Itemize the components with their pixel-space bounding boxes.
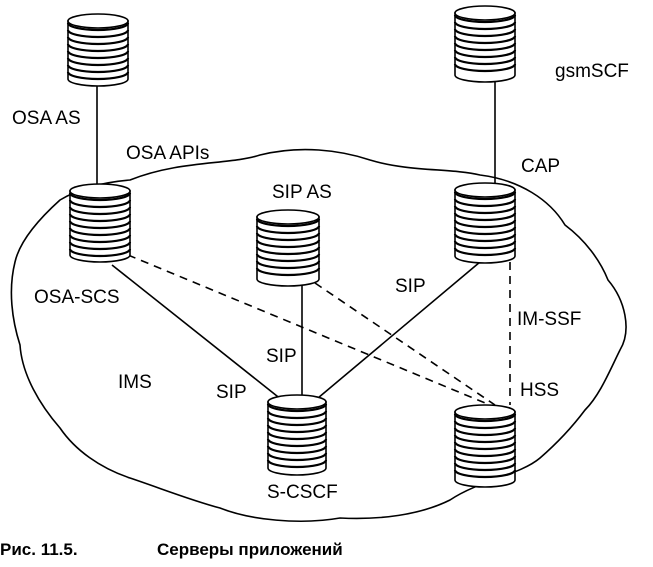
hss-server-icon xyxy=(453,404,517,488)
gsmscf-server-icon xyxy=(453,5,517,83)
im-ssf-label: IM-SSF xyxy=(517,309,581,330)
link-osa-scs-s-cscf xyxy=(111,264,283,401)
gsmscf-label: gsmSCF xyxy=(555,61,629,82)
figure-caption: Рис. 11.5. Серверы приложений xyxy=(0,540,343,560)
ims-label: IMS xyxy=(118,372,152,393)
sip-as-label: SIP AS xyxy=(272,182,332,203)
sip-as-server-icon xyxy=(255,209,321,287)
sip-as-link-label: SIP xyxy=(266,346,297,367)
sip-osa-link-label: SIP xyxy=(216,382,247,403)
osa-as-server-icon xyxy=(66,13,130,87)
link-im-ssf-s-cscf xyxy=(317,261,481,399)
osa-scs-server-icon xyxy=(68,183,132,263)
link-osa-scs-hss-dashed xyxy=(127,254,491,406)
hss-label: HSS xyxy=(520,380,559,401)
cap-label: CAP xyxy=(521,156,560,177)
figure-title: Серверы приложений xyxy=(157,540,343,559)
osa-scs-label: OSA-SCS xyxy=(34,287,120,308)
sip-im-ssf-link-label: SIP xyxy=(395,276,426,297)
s-cscf-label: S-CSCF xyxy=(267,482,338,503)
osa-apis-label: OSA APIs xyxy=(126,143,209,164)
figure-number: Рис. 11.5. xyxy=(0,540,78,559)
s-cscf-server-icon xyxy=(266,394,328,476)
im-ssf-server-icon xyxy=(453,182,517,264)
ims-application-servers-diagram: OSA AS gsmSCF OSA APIs CAP SIP AS OSA-SC… xyxy=(10,5,629,522)
osa-as-label: OSA AS xyxy=(12,108,81,129)
